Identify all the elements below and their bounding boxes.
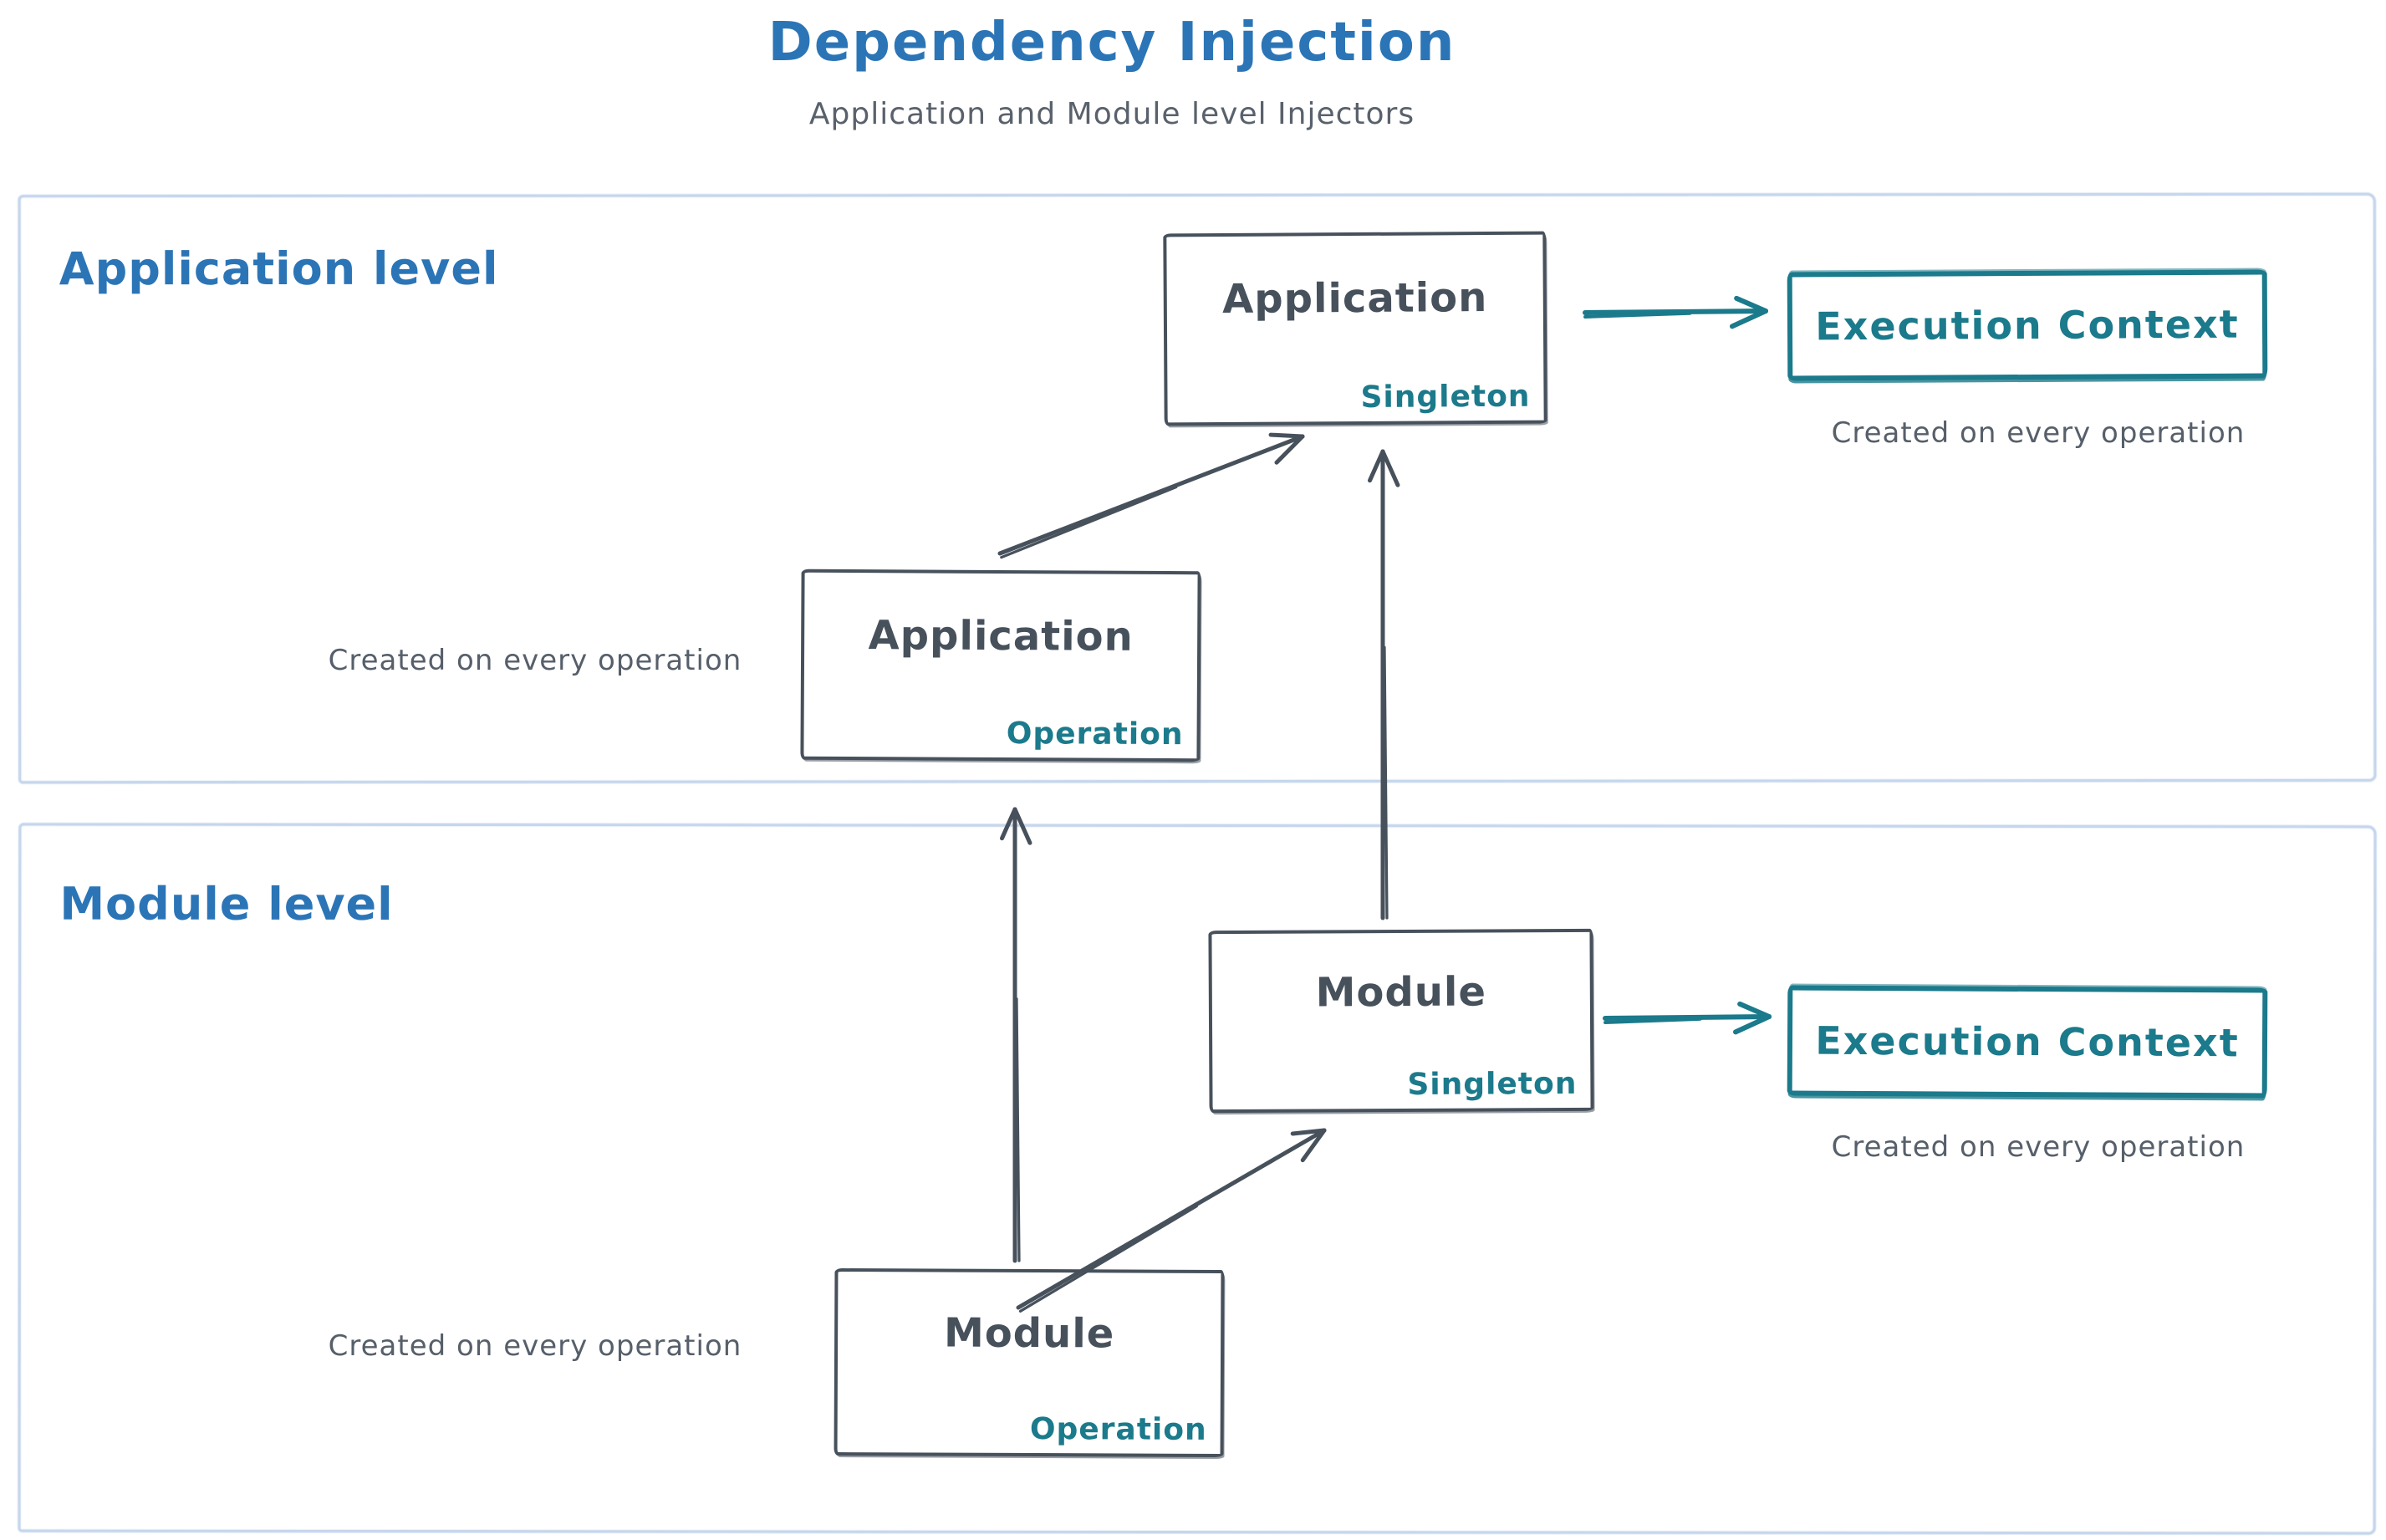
node-application-singleton-scope: Singleton	[1360, 379, 1531, 415]
node-module-operation-scope: Operation	[1029, 1412, 1207, 1447]
node-module-operation-title: Module	[943, 1309, 1115, 1358]
node-application-singleton: Application Singleton	[1163, 231, 1547, 426]
node-application-singleton-title: Application	[1222, 274, 1488, 324]
application-level-label: Application level	[59, 242, 499, 296]
diagram-subtitle: Application and Module level Injectors	[808, 97, 1415, 131]
node-application-operation-scope: Operation	[1006, 716, 1184, 752]
node-execution-context-application: Execution Context	[1787, 269, 2268, 381]
node-module-operation: Module Operation	[834, 1267, 1225, 1458]
caption-execution-context-module: Created on every operation	[1831, 1130, 2246, 1164]
caption-execution-context-application: Created on every operation	[1831, 416, 2246, 450]
node-module-singleton-scope: Singleton	[1407, 1066, 1578, 1102]
module-level-label: Module level	[59, 877, 394, 931]
node-execution-context-module: Execution Context	[1787, 985, 2268, 1099]
node-application-operation-title: Application	[868, 611, 1134, 660]
title-block: Dependency Injection Application and Mod…	[0, 12, 2224, 131]
diagram-title: Dependency Injection	[767, 12, 1456, 74]
node-application-operation: Application Operation	[800, 569, 1201, 762]
node-module-singleton: Module Singleton	[1208, 928, 1594, 1114]
caption-module-operation: Created on every operation	[328, 1329, 742, 1363]
node-module-singleton-title: Module	[1315, 968, 1487, 1017]
caption-application-operation: Created on every operation	[328, 644, 742, 677]
